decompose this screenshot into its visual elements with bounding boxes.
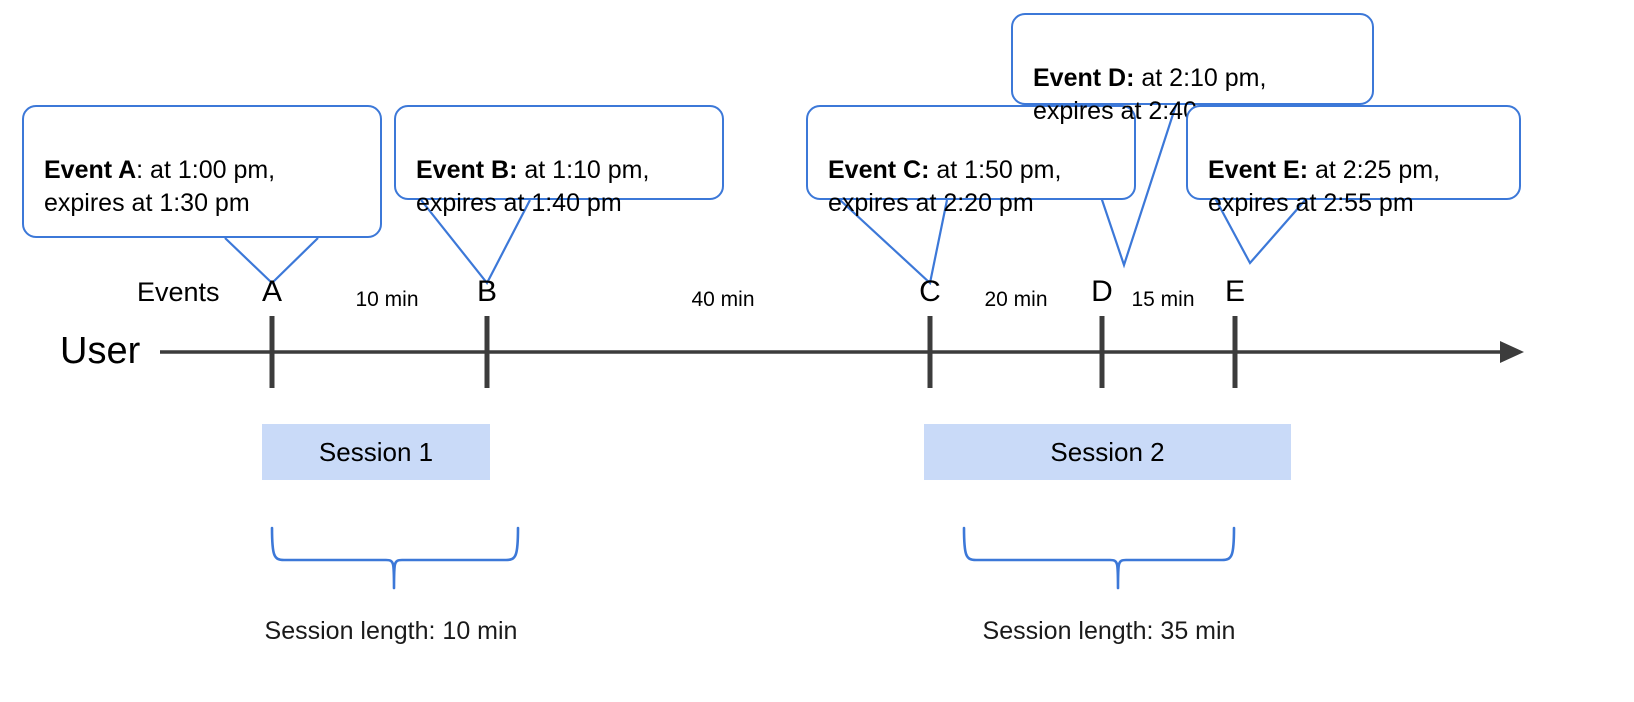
callout-event-e: Event E: at 2:25 pm, expires at 2:55 pm [1186, 105, 1521, 217]
callout-event-b: Event B: at 1:10 pm, expires at 1:40 pm [394, 105, 724, 217]
session-bar-2-label: Session 2 [1050, 436, 1165, 467]
marker-label-a: A [261, 275, 283, 308]
callout-event-d-separator: : [1126, 64, 1135, 92]
marker-label-b: B [476, 275, 498, 308]
callout-event-a-separator: : [136, 156, 144, 184]
session-2-brace [962, 526, 1236, 590]
lane-label-user: User [60, 330, 141, 372]
callout-event-e-separator: : [1299, 156, 1309, 184]
session-1-brace [270, 526, 520, 590]
timeline-axis [160, 341, 1524, 363]
callout-event-b-name: Event B [416, 156, 510, 184]
interval-label-d-e: 15 min [1131, 288, 1195, 311]
callout-event-d: Event D: at 2:10 pm, expires at 2:40 pm [1011, 13, 1374, 125]
callout-event-e-name: Event E [1208, 156, 1300, 184]
session-bar-1: Session 1 [262, 424, 490, 480]
interval-label-b-c: 40 min [691, 288, 755, 311]
marker-label-d: D [1091, 275, 1113, 308]
callout-event-c-separator: : [921, 156, 930, 184]
callout-event-d-name: Event D [1033, 64, 1127, 92]
session-length-1: Session length: 10 min [264, 617, 518, 645]
interval-label-a-b: 10 min [355, 288, 419, 311]
marker-label-e: E [1224, 275, 1246, 308]
lane-label-events: Events [137, 277, 220, 307]
callout-event-a-text: at 1:00 pm, expires at 1:30 pm [44, 156, 276, 217]
event-tick-marks [269, 316, 1238, 388]
callout-event-b-separator: : [509, 156, 518, 184]
interval-label-c-d: 20 min [984, 288, 1048, 311]
session-bar-2: Session 2 [924, 424, 1291, 480]
session-length-2: Session length: 35 min [982, 617, 1236, 645]
callout-event-c-name: Event C [828, 156, 922, 184]
session-bar-1-label: Session 1 [318, 436, 434, 467]
callout-event-a-name: Event A [44, 156, 137, 184]
callout-event-a: Event A: at 1:00 pm, expires at 1:30 pm [22, 105, 382, 238]
marker-label-c: C [919, 275, 941, 308]
